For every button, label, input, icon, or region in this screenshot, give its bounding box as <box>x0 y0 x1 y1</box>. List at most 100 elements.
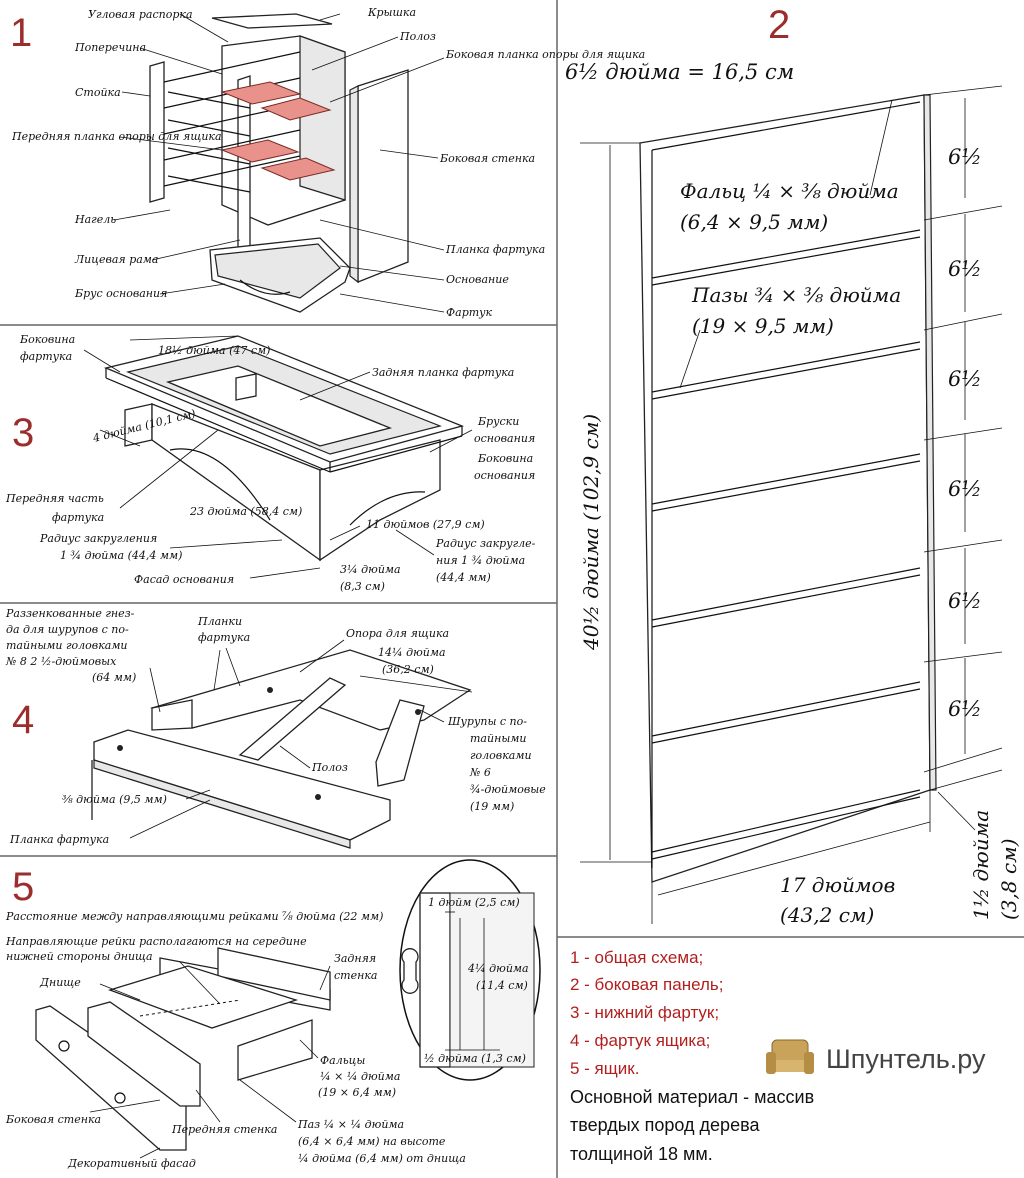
height-label: 40½ дюйма (102,9 см) <box>579 414 603 651</box>
label-base: Основание <box>446 273 509 286</box>
rabbet-label-2: (6,4 × 9,5 мм) <box>680 210 828 234</box>
label-runner: Полоз <box>399 30 436 43</box>
label-side-wall-5: Боковая стенка <box>5 1113 101 1126</box>
label-radius-right-1: Радиус закругле- <box>435 537 536 550</box>
label-base-blocks-1: Бруски <box>477 415 519 428</box>
spacing-1: 6½ <box>948 145 982 169</box>
label-rabbets-3: (19 × 6,4 мм) <box>318 1086 396 1099</box>
label-countersink-3: тайными головками <box>6 639 128 652</box>
label-base-beam: Брус основания <box>74 287 167 300</box>
section-2-number: 2 <box>768 3 790 47</box>
dim-3-8-inch: ⅜ дюйма (9,5 мм) <box>62 793 167 806</box>
label-screws-3: головками <box>470 749 532 762</box>
legend-item-5: 5 - ящик. <box>570 1059 639 1078</box>
label-drawer-bottom: Днище <box>39 976 81 989</box>
label-groove-2: (6,4 × 6,4 мм) на высоте <box>298 1135 446 1148</box>
dim-3-25-inch-2: (8,3 см) <box>340 580 385 593</box>
label-side-rail: Боковая планка опоры для ящика <box>445 48 645 61</box>
section-5-number: 5 <box>12 865 34 909</box>
section-5-drawer: 5 Расстояние между направляющими рейками… <box>5 859 541 1170</box>
legend-note-3: толщиной 18 мм. <box>570 1144 713 1164</box>
label-guides-2: нижней стороны днища <box>6 950 153 963</box>
label-rabbets-2: ¼ × ¼ дюйма <box>320 1070 400 1083</box>
label-screws-4: № 6 <box>469 766 491 779</box>
legend-item-2: 2 - боковая панель; <box>570 975 724 994</box>
label-groove-3: ¼ дюйма (6,4 мм) от днища <box>298 1152 466 1165</box>
armchair-icon <box>766 1039 814 1074</box>
spacing-4: 6½ <box>948 477 982 501</box>
label-countersink-1: Раззенкованные гнез- <box>5 607 135 620</box>
dimension-lines <box>580 85 1003 924</box>
label-radius-right-3: (44,4 мм) <box>436 571 491 584</box>
dim-23-inch: 23 дюйма (58,4 см) <box>189 505 302 518</box>
bottom-label-2: (3,8 см) <box>997 838 1021 920</box>
legend: 1 - общая схема; 2 - боковая панель; 3 -… <box>570 948 986 1164</box>
label-corner-brace: Угловая распорка <box>88 8 193 21</box>
section-1-number: 1 <box>10 11 32 55</box>
dim-half-inch: ½ дюйма (1,3 см) <box>424 1052 526 1065</box>
width-label-2: (43,2 см) <box>780 903 874 927</box>
spacing-2: 6½ <box>948 257 982 281</box>
dim-1-inch: 1 дюйм (2,5 см) <box>428 896 520 909</box>
label-guides-1: Направляющие рейки располагаются на сере… <box>5 935 307 948</box>
label-apron-strips-1: Планки <box>197 615 242 628</box>
label-radius-right-2: ния 1 ¾ дюйма <box>436 554 525 567</box>
label-drawer-support: Опора для ящика <box>346 627 449 640</box>
label-base-facade: Фасад основания <box>134 573 234 586</box>
label-apron-strip: Планка фартука <box>445 243 545 256</box>
label-rabbets-1: Фальцы <box>320 1054 365 1067</box>
label-crossbar: Поперечина <box>74 41 146 54</box>
label-apron-strips-2: фартука <box>198 631 250 644</box>
label-countersink-2: да для шурупов с по- <box>6 623 129 636</box>
legend-item-4: 4 - фартук ящика; <box>570 1031 710 1050</box>
label-side-wall: Боковая стенка <box>439 152 535 165</box>
bottom-label-1: 1½ дюйма <box>969 810 993 920</box>
section-3-number: 3 <box>12 411 34 455</box>
label-face-frame: Лицевая рама <box>74 253 158 266</box>
label-rear-apron: Задняя планка фартука <box>372 366 514 379</box>
label-screws-5: ¾-дюймовые <box>470 783 546 796</box>
label-apron-side-2: фартука <box>20 350 72 363</box>
legend-note-1: Основной материал - массив <box>570 1087 814 1107</box>
label-apron: Фартук <box>446 306 493 319</box>
legend-note-2: твердых пород дерева <box>570 1115 760 1135</box>
brand-name: Шпунтель.ру <box>826 1044 986 1074</box>
drawer-drawing <box>35 947 331 1151</box>
dim-3-25-inch-1: 3¼ дюйма <box>340 563 401 576</box>
rabbet-label-1: Фальц ¼ × ⅜ дюйма <box>680 179 899 203</box>
label-back-wall-1: Задняя <box>334 952 376 965</box>
legend-item-1: 1 - общая схема; <box>570 948 703 967</box>
label-dowel: Нагель <box>74 213 116 226</box>
label-base-side-1: Боковина <box>477 452 533 465</box>
label-lid: Крышка <box>367 6 416 19</box>
label-apron-strip-4: Планка фартука <box>9 833 109 846</box>
label-decorative-facade: Декоративный фасад <box>67 1157 196 1170</box>
label-front-wall: Передняя стенка <box>171 1123 277 1136</box>
label-countersink-5: (64 мм) <box>92 671 136 684</box>
label-countersink-4: № 8 2 ½-дюймовых <box>5 655 117 668</box>
label-apron-side-1: Боковина <box>19 333 75 346</box>
section-2-side-panel: 2 6½ дюйма = 16,5 см <box>565 3 1021 927</box>
width-label-1: 17 дюймов <box>780 873 895 897</box>
label-base-blocks-2: основания <box>474 432 535 445</box>
label-screws-1: Шурупы с по- <box>447 715 527 728</box>
label-radius-left-1: Радиус закругления <box>39 532 157 545</box>
section-4-number: 4 <box>12 698 34 742</box>
label-apron-front-2: фартука <box>52 511 104 524</box>
section-1-overview: 1 Угловая распорка <box>10 6 645 319</box>
label-apron-front-1: Передняя часть <box>5 492 104 505</box>
dim-11-inch: 11 дюймов (27,9 см) <box>366 518 485 531</box>
groove-label-2: (19 × 9,5 мм) <box>692 314 834 338</box>
label-back-wall-2: стенка <box>334 969 377 982</box>
top-width-label: 6½ дюйма = 16,5 см <box>565 60 794 84</box>
label-guide-spacing: Расстояние между направляющими рейками ⅞… <box>5 910 383 923</box>
detail-circle <box>399 859 541 1081</box>
dim-14-25-inch-2: (36,2 см) <box>382 663 434 676</box>
dim-14-25-inch-1: 14¼ дюйма <box>378 646 446 659</box>
label-base-side-2: основания <box>474 469 535 482</box>
groove-label-1: Пазы ¾ × ⅜ дюйма <box>691 283 901 307</box>
dim-4-25-inch-2: (11,4 см) <box>476 979 528 992</box>
spacing-6: 6½ <box>948 697 982 721</box>
label-screws-2: тайными <box>470 732 526 745</box>
